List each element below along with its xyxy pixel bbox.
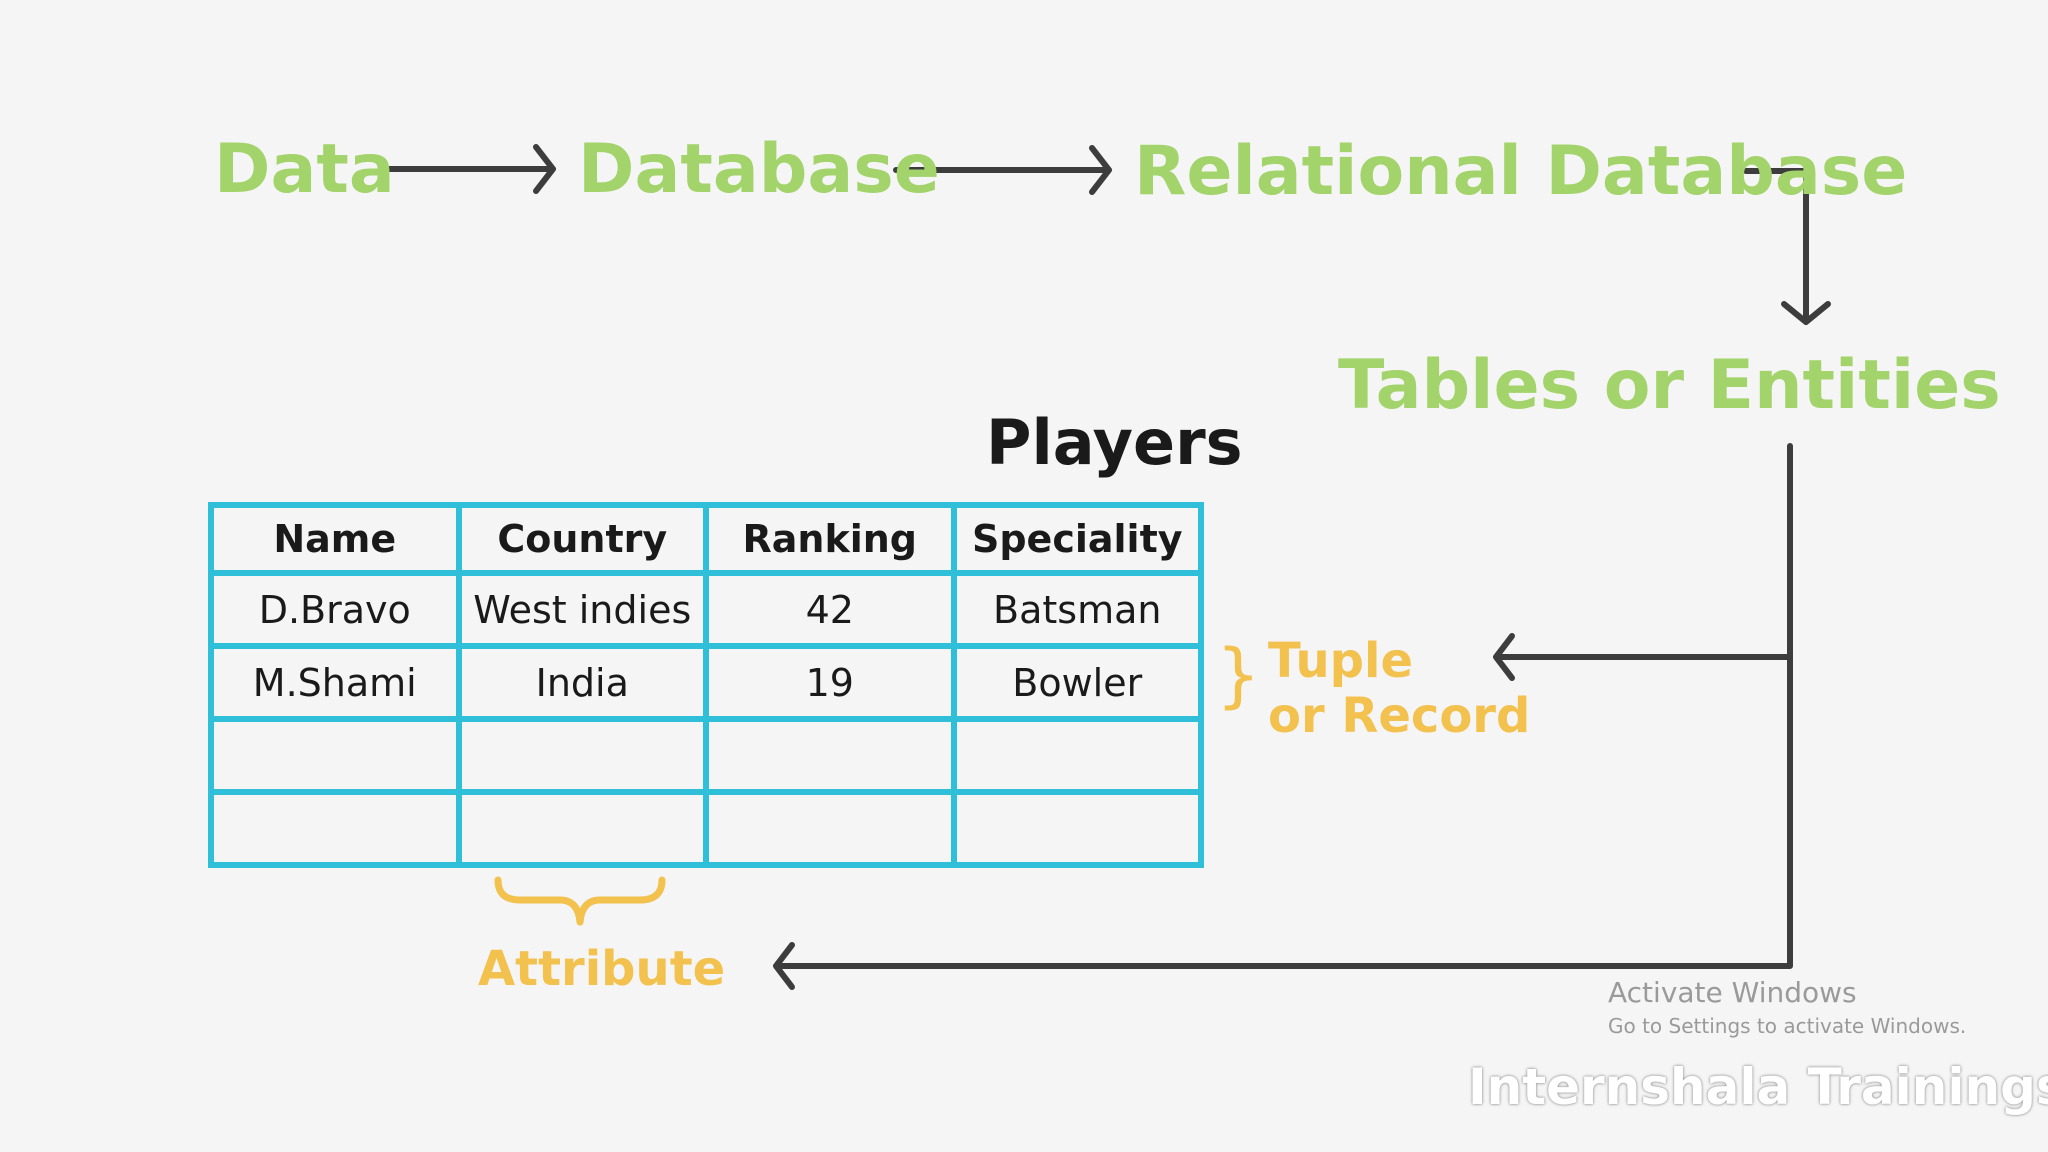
table-cell: 42 — [703, 570, 957, 649]
table-cell — [455, 789, 709, 868]
activate-windows-title: Activate Windows — [1608, 976, 1857, 1009]
table-cell — [455, 716, 709, 795]
arrow-relational-to-tables — [1743, 168, 1831, 325]
arrowhead-tuple — [1493, 633, 1515, 681]
table-row: M.Shami India 19 Bowler — [208, 643, 1204, 722]
table-cell — [703, 716, 957, 795]
tuple-label-line2: or Record — [1268, 688, 1531, 745]
header-country: Country — [455, 502, 709, 576]
header-name: Name — [208, 502, 462, 576]
table-cell: 19 — [703, 643, 957, 722]
attribute-brace — [494, 876, 666, 926]
arrow-tables-to-tuple-and-attribute — [777, 443, 1793, 969]
tuple-brace: } — [1216, 634, 1261, 716]
table-cell — [703, 789, 957, 868]
flow-label-database: Database — [578, 130, 940, 209]
table-cell — [208, 789, 462, 868]
attribute-label: Attribute — [478, 941, 726, 997]
table-cell — [950, 716, 1204, 795]
table-cell: India — [455, 643, 709, 722]
table-header-row: Name Country Ranking Speciality — [208, 502, 1204, 576]
tuple-label-line1: Tuple — [1268, 633, 1414, 689]
activate-windows-subtitle: Go to Settings to activate Windows. — [1608, 1014, 1967, 1038]
table-title: Players — [986, 406, 1243, 479]
flow-label-relational-database: Relational Database — [1134, 132, 1908, 211]
arrowhead-attribute — [773, 942, 795, 990]
table-cell — [208, 716, 462, 795]
table-cell — [950, 789, 1204, 868]
table-cell: Batsman — [950, 570, 1204, 649]
table-row — [208, 789, 1204, 868]
table-cell: D.Bravo — [208, 570, 462, 649]
table-row — [208, 716, 1204, 795]
arrow-database-to-relational — [893, 145, 1112, 195]
tuple-label: Tuple or Record — [1268, 633, 1531, 745]
table-row: D.Bravo West indies 42 Batsman — [208, 570, 1204, 649]
header-ranking: Ranking — [703, 502, 957, 576]
table-cell: Bowler — [950, 643, 1204, 722]
brand-watermark: Internshala Trainings — [1468, 1058, 2048, 1116]
table-cell: West indies — [455, 570, 709, 649]
table-cell: M.Shami — [208, 643, 462, 722]
players-table: Name Country Ranking Speciality D.Bravo … — [208, 502, 1204, 868]
flow-label-data: Data — [214, 130, 395, 209]
flow-label-tables-or-entities: Tables or Entities — [1338, 346, 2001, 425]
arrow-data-to-database — [383, 144, 556, 194]
header-speciality: Speciality — [950, 502, 1204, 576]
